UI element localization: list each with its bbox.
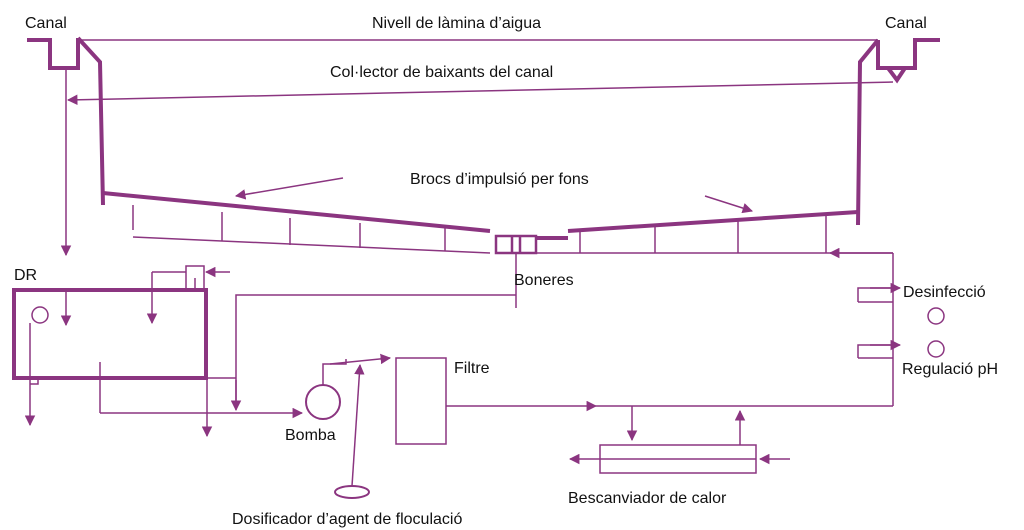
collector-line bbox=[66, 81, 894, 106]
label-dr: DR bbox=[14, 267, 37, 284]
heat-exchanger bbox=[568, 406, 790, 474]
balance-tank bbox=[12, 288, 208, 380]
flow-arrow-left bbox=[234, 177, 344, 200]
tank-level-sensor bbox=[31, 306, 49, 324]
pool-bottom bbox=[102, 191, 859, 240]
label-water-level: Nivell de làmina d’aigua bbox=[372, 15, 541, 32]
label-disinfection: Desinfecció bbox=[903, 284, 986, 301]
label-heat-exchanger: Bescanviador de calor bbox=[568, 490, 727, 507]
flow-arrow-right bbox=[704, 195, 754, 214]
label-filter: Filtre bbox=[454, 360, 490, 377]
left-canal-channel bbox=[27, 36, 105, 206]
label-canal-left: Canal bbox=[25, 15, 67, 32]
inlet-pipe-left bbox=[132, 205, 491, 254]
label-drains: Boneres bbox=[514, 272, 574, 289]
label-inlets: Brocs d’impulsió per fons bbox=[410, 171, 589, 188]
flocculant-doser bbox=[334, 485, 370, 499]
label-pump: Bomba bbox=[285, 427, 336, 444]
label-collector: Col·lector de baixants del canal bbox=[330, 64, 553, 81]
label-canal-right: Canal bbox=[885, 15, 927, 32]
inlet-pipe-right bbox=[536, 216, 893, 259]
disinfection-doser bbox=[857, 282, 945, 325]
filter bbox=[395, 357, 447, 445]
label-ph-regulation: Regulació pH bbox=[902, 361, 998, 378]
drain-to-pump-pipe bbox=[235, 294, 516, 408]
right-canal-channel bbox=[856, 38, 940, 226]
pump bbox=[305, 384, 341, 420]
label-flocculant-doser: Dosificador d’agent de floculació bbox=[232, 511, 462, 528]
drain-box bbox=[494, 234, 538, 255]
ph-regulation-doser bbox=[857, 339, 945, 359]
